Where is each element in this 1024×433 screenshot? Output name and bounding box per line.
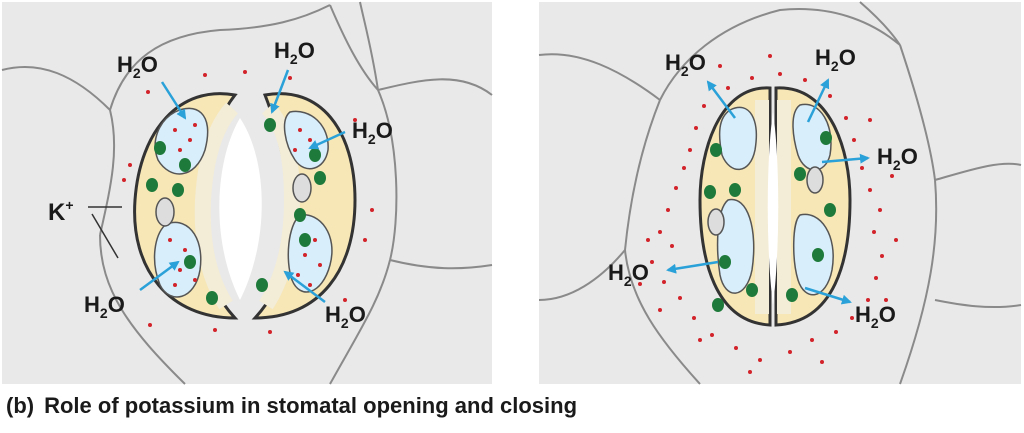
panel-closed-stoma: H2O H2O H2O H2O H2O <box>538 1 1022 385</box>
potassium-ions-right <box>638 54 898 374</box>
h2o-label-left-2: H2O <box>274 38 315 67</box>
nucleus-right-a <box>707 208 725 236</box>
h2o-label-right-1: H2O <box>665 50 706 79</box>
figure-caption: (b) Role of potassium in stomatal opening… <box>6 393 587 419</box>
h2o-label-right-3: H2O <box>877 144 918 173</box>
h2o-label-right-2: H2O <box>815 45 856 74</box>
nucleus-left-b <box>292 173 312 203</box>
water-arrows-right <box>666 78 870 305</box>
stomatal-pore-open <box>219 118 262 300</box>
h2o-label-left-5: H2O <box>325 302 366 331</box>
potassium-ions-left <box>122 70 374 334</box>
epidermal-cells-left <box>1 1 493 385</box>
k-ion-label: K+ <box>48 197 74 226</box>
caption-text: Role of potassium in stomatal opening an… <box>44 393 578 418</box>
chloroplasts-left <box>146 118 326 305</box>
water-arrows-left <box>139 69 346 303</box>
h2o-label-left-1: H2O <box>117 52 158 81</box>
epidermal-cells-right <box>538 1 1022 385</box>
stomatal-pore-closed <box>767 112 779 305</box>
h2o-label-right-5: H2O <box>855 302 896 331</box>
k-pointer-lines <box>88 206 122 259</box>
caption-tag: (b) <box>6 393 35 418</box>
h2o-label-left-3: H2O <box>352 118 393 147</box>
h2o-label-left-4: H2O <box>84 292 125 321</box>
nucleus-right-b <box>806 166 824 194</box>
panel-open-stoma: K+ H2O H2O H2O H2O H2O <box>1 1 493 385</box>
h2o-label-right-4: H2O <box>608 260 649 289</box>
nucleus-left-a <box>155 197 175 227</box>
chloroplasts-right <box>704 131 836 312</box>
